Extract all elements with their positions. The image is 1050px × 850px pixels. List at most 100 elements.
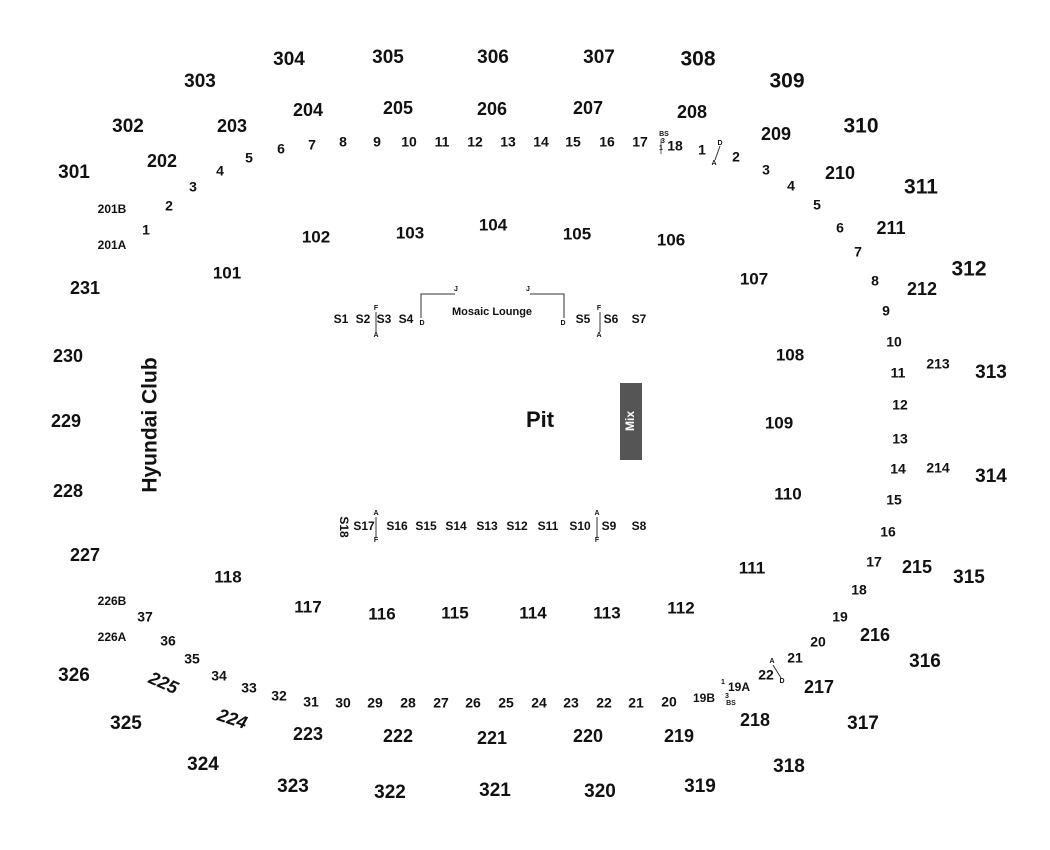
row-right-16[interactable]: 16: [880, 524, 896, 540]
row-bottom-32[interactable]: 32: [271, 688, 287, 704]
section-307[interactable]: 307: [583, 47, 615, 68]
row-bottom-24[interactable]: 24: [531, 695, 547, 711]
suite-s4[interactable]: S4: [399, 312, 414, 326]
section-302[interactable]: 302: [112, 116, 144, 137]
section-223[interactable]: 223: [293, 724, 323, 744]
row-right-11[interactable]: 11: [891, 365, 906, 381]
section-203[interactable]: 203: [217, 116, 247, 136]
section-222[interactable]: 222: [383, 726, 413, 746]
section-102[interactable]: 102: [302, 227, 330, 246]
suite-s6[interactable]: S6: [604, 312, 619, 326]
section-228[interactable]: 228: [53, 481, 83, 501]
section-226b[interactable]: 226B: [98, 594, 127, 608]
section-315[interactable]: 315: [953, 567, 985, 588]
section-214[interactable]: 214: [926, 460, 950, 476]
section-107[interactable]: 107: [740, 269, 768, 288]
row-right-9[interactable]: 9: [882, 303, 890, 319]
section-313[interactable]: 313: [975, 362, 1007, 383]
row-bottom-20[interactable]: 20: [661, 694, 677, 710]
row-right-21[interactable]: 21: [787, 650, 803, 666]
suite-s3[interactable]: S3: [377, 312, 392, 326]
row-top-17[interactable]: 17: [632, 134, 648, 150]
section-309[interactable]: 309: [769, 70, 804, 93]
section-205[interactable]: 205: [383, 98, 413, 118]
row-right-10[interactable]: 10: [886, 334, 902, 350]
row-bottom-27[interactable]: 27: [433, 695, 449, 711]
section-323[interactable]: 323: [277, 776, 309, 797]
suite-s16[interactable]: S16: [386, 519, 408, 533]
row-bottom-37[interactable]: 37: [137, 609, 153, 625]
row-top-11[interactable]: 11: [435, 134, 450, 150]
section-215[interactable]: 215: [902, 557, 932, 577]
section-206[interactable]: 206: [477, 99, 507, 119]
suite-s14[interactable]: S14: [445, 519, 467, 533]
row-top-14[interactable]: 14: [533, 134, 549, 150]
row-top-9[interactable]: 9: [373, 134, 381, 150]
row-bottom-28[interactable]: 28: [400, 695, 416, 711]
section-210[interactable]: 210: [825, 163, 855, 183]
row-top-10[interactable]: 10: [401, 134, 417, 150]
section-108[interactable]: 108: [776, 345, 804, 364]
row-top-16[interactable]: 16: [599, 134, 615, 150]
section-318[interactable]: 318: [773, 756, 805, 777]
row-right-19a[interactable]: 19A: [728, 680, 750, 694]
row-top-13[interactable]: 13: [500, 134, 516, 150]
section-221[interactable]: 221: [477, 728, 507, 748]
section-209[interactable]: 209: [761, 124, 791, 144]
suite-s17[interactable]: S17: [353, 519, 375, 533]
section-326[interactable]: 326: [58, 665, 90, 686]
section-219[interactable]: 219: [664, 726, 694, 746]
section-112[interactable]: 112: [667, 598, 694, 617]
section-301[interactable]: 301: [58, 162, 90, 183]
section-317[interactable]: 317: [847, 713, 879, 734]
row-right-12[interactable]: 12: [892, 397, 908, 413]
section-325[interactable]: 325: [110, 713, 142, 734]
section-319[interactable]: 319: [684, 776, 716, 797]
section-308[interactable]: 308: [680, 48, 715, 71]
row-bottom-30[interactable]: 30: [335, 695, 351, 711]
row-right-4[interactable]: 4: [787, 178, 795, 194]
row-right-19[interactable]: 19: [832, 609, 848, 625]
row-right-20[interactable]: 20: [810, 634, 826, 650]
section-207[interactable]: 207: [573, 98, 603, 118]
suite-s13[interactable]: S13: [476, 519, 498, 533]
section-321[interactable]: 321: [479, 780, 511, 801]
section-224[interactable]: 224: [214, 704, 250, 733]
section-109[interactable]: 109: [765, 413, 793, 432]
row-right-14[interactable]: 14: [890, 461, 906, 477]
section-217[interactable]: 217: [804, 677, 834, 697]
row-top-4[interactable]: 4: [216, 163, 224, 179]
suite-s12[interactable]: S12: [506, 519, 528, 533]
suite-s7[interactable]: S7: [632, 312, 647, 326]
row-right-13[interactable]: 13: [892, 431, 908, 447]
row-right-17[interactable]: 17: [866, 554, 882, 570]
row-bottom-29[interactable]: 29: [367, 695, 383, 711]
section-212[interactable]: 212: [907, 279, 937, 299]
section-216[interactable]: 216: [860, 625, 890, 645]
section-201b[interactable]: 201B: [98, 202, 127, 216]
section-322[interactable]: 322: [374, 782, 406, 803]
row-top-3[interactable]: 3: [189, 179, 197, 195]
section-105[interactable]: 105: [563, 224, 591, 243]
section-103[interactable]: 103: [396, 223, 424, 242]
row-right-2[interactable]: 2: [732, 149, 740, 165]
section-101[interactable]: 101: [213, 263, 241, 282]
row-right-18[interactable]: 18: [851, 582, 867, 598]
row-bottom-21[interactable]: 21: [628, 695, 644, 711]
suite-s8[interactable]: S8: [632, 519, 647, 533]
row-right-8[interactable]: 8: [871, 273, 879, 289]
section-113[interactable]: 113: [593, 603, 620, 622]
mix-position[interactable]: [620, 383, 642, 460]
section-201a[interactable]: 201A: [98, 238, 127, 252]
section-110[interactable]: 110: [774, 484, 801, 503]
row-right-7[interactable]: 7: [854, 244, 862, 260]
section-106[interactable]: 106: [657, 230, 685, 249]
row-right-5[interactable]: 5: [813, 197, 821, 213]
section-229[interactable]: 229: [51, 411, 81, 431]
row-top-7[interactable]: 7: [308, 137, 316, 153]
section-225[interactable]: 225: [145, 667, 182, 698]
section-303[interactable]: 303: [184, 71, 216, 92]
section-227[interactable]: 227: [70, 545, 100, 565]
section-310[interactable]: 310: [843, 115, 878, 138]
suite-s2[interactable]: S2: [356, 312, 371, 326]
